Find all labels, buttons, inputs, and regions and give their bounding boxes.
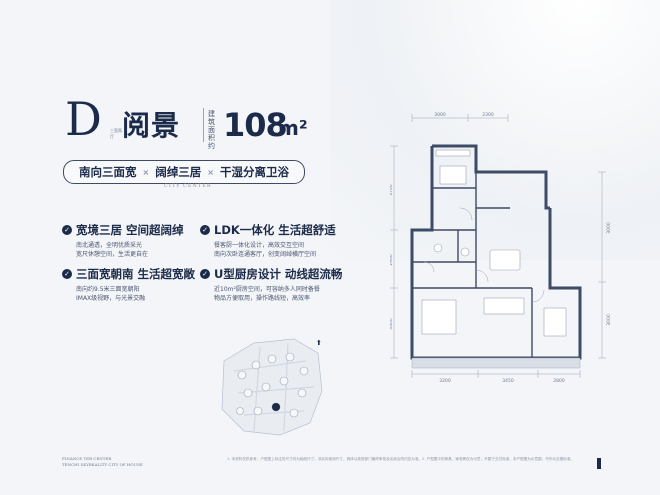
unit-small-tag: 三室两厅: [110, 128, 122, 139]
feature-block: ✓ 三面宽朝南 生活超宽敞 南向约9.5米三面宽朝阳 IMAX级视野，与光景交融: [62, 266, 195, 303]
tagline-separator: ×: [207, 167, 214, 177]
tagline-pill: 南向三面宽 × 阔绰三居 × 干湿分离卫浴: [63, 160, 305, 184]
dim-label: 3000: [606, 314, 612, 326]
check-icon: ✓: [200, 269, 210, 279]
dim-label: 3000: [606, 222, 612, 234]
dim-label: 3000: [434, 112, 446, 118]
feature-line: 南向次卧连通客厅，创变阔绰横厅空间: [214, 251, 317, 258]
footer-brand: FINANCE TEB CENTER TENCHI SKYREALITY CIT…: [62, 456, 143, 468]
feature-line: IMAX级视野，与光景交融: [76, 295, 146, 302]
dim-label: 3200: [439, 378, 451, 382]
site-plan-map: ⬆: [221, 338, 323, 436]
feature-line: 近10m²厨房空间，可容纳多人同时备餐: [214, 286, 320, 293]
title-divider: [203, 108, 204, 142]
feature-title: LDK一体化 生活超舒适: [214, 223, 336, 237]
feature-title: 三面宽朝南 生活超宽敞: [76, 267, 196, 281]
city-text: CITY CENTER: [164, 183, 212, 189]
tagline-item: 阔绰三居: [155, 165, 202, 179]
area-value: 108: [223, 106, 288, 144]
background-wave: [330, 0, 660, 260]
dim-label: 3700: [390, 184, 394, 196]
footer-disclaimer: 1. 本资料仅供参考，户型图上标注的尺寸均为轴线尺寸，非实际使用尺寸，具体以政府…: [227, 457, 574, 461]
dim-label: 3450: [502, 378, 514, 382]
footer-mark: [597, 458, 601, 469]
feature-title: 宽境三居 空间超阔绰: [76, 223, 184, 237]
feature-line: 物品方便取用，操作路线短，高效率: [214, 295, 311, 302]
feature-title: U型厨房设计 动线超流畅: [214, 267, 343, 281]
unit-name: 阅景: [122, 109, 181, 142]
tagline-separator: ×: [142, 167, 150, 177]
tagline-item: 干湿分离卫浴: [219, 165, 289, 179]
feature-line: 南北通透，全明优质采光: [76, 242, 143, 249]
check-icon: ✓: [62, 269, 72, 279]
dim-label: 2300: [482, 112, 494, 118]
check-icon: ✓: [62, 225, 72, 235]
tagline-item: 南向三面宽: [79, 165, 137, 179]
check-icon: ✓: [200, 225, 210, 235]
unit-letter: D: [65, 92, 102, 146]
feature-line: 南向约9.5米三面宽朝阳: [76, 286, 140, 293]
dim-label: 3300: [390, 318, 394, 330]
footer-brand-line: FINANCE TEB CENTER: [62, 456, 112, 461]
north-icon: ⬆: [316, 339, 322, 347]
footer-brand-line: TENCHI SKYREALITY CITY OF HOUSE: [62, 462, 143, 467]
highlighted-building: [272, 403, 280, 411]
feature-block: ✓ LDK一体化 生活超舒适 餐客厨一体化设计，高效交互空间 南向次卧连通客厅，…: [200, 222, 336, 259]
dim-label: 2900: [390, 254, 394, 266]
feature-block: ✓ 宽境三居 空间超阔绰 南北通透，全明优质采光 宽尺休憩空间，生活更自在: [62, 222, 184, 259]
area-unit: m²: [278, 116, 308, 140]
feature-block: ✓ U型厨房设计 动线超流畅 近10m²厨房空间，可容纳多人同时备餐 物品方便取…: [200, 266, 342, 303]
dim-label: 2800: [553, 378, 565, 382]
area-label: 建筑面积约: [208, 110, 215, 150]
feature-line: 宽尺休憩空间，生活更自在: [76, 251, 149, 258]
feature-line: 餐客厨一体化设计，高效交互空间: [214, 242, 305, 249]
floor-plan: 3000 2300 3200 3450 2800 3700 2900 3300 …: [390, 112, 612, 382]
